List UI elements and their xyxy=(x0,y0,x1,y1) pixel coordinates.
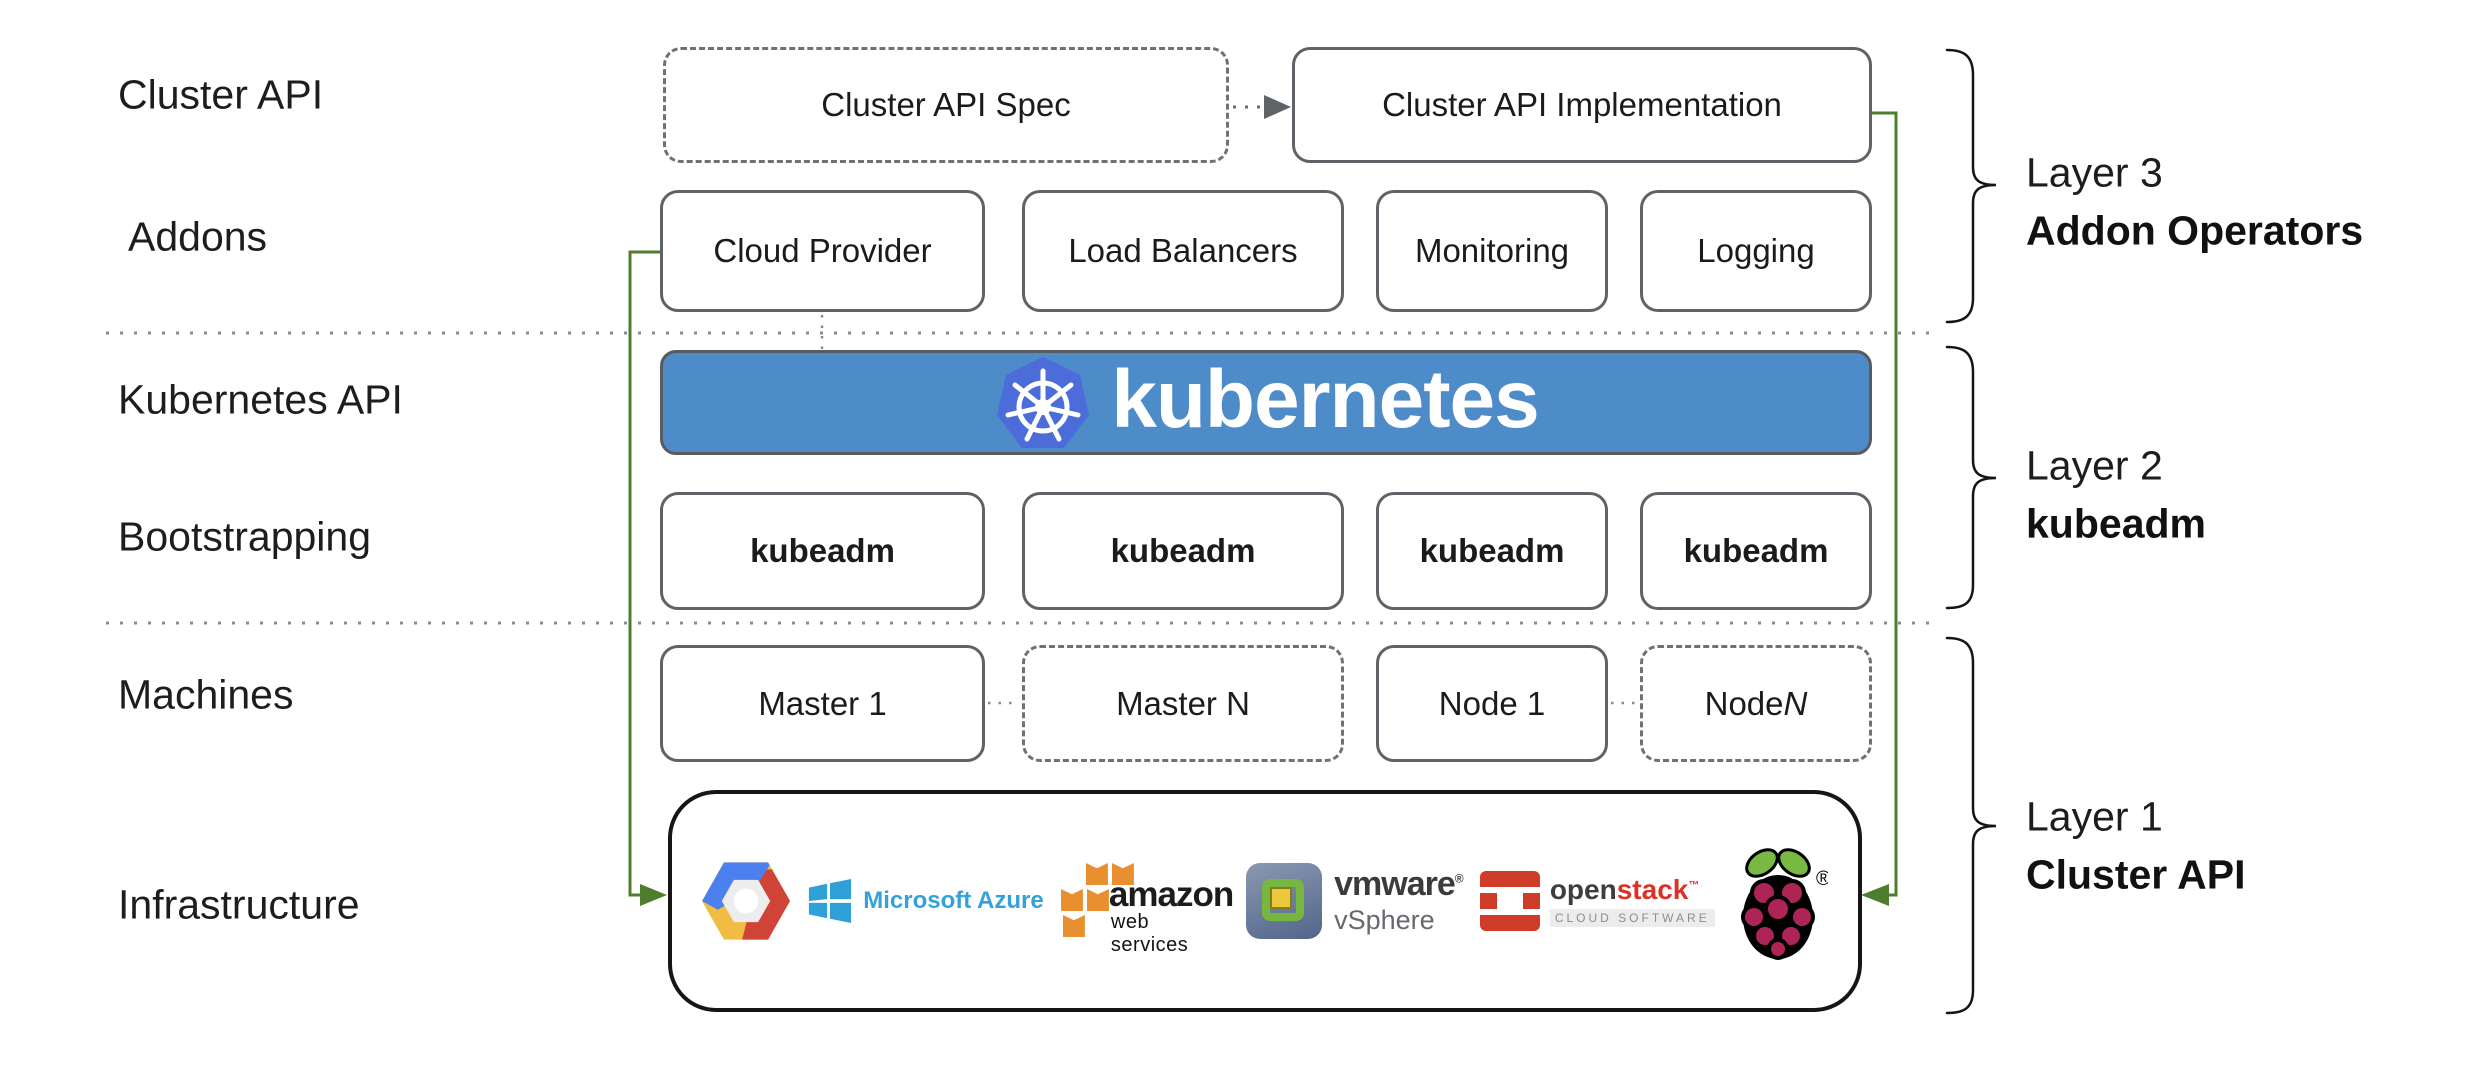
azure-windows-icon xyxy=(809,878,852,924)
row-label-infrastructure: Infrastructure xyxy=(118,881,360,928)
addon-box-cloud-provider: Cloud Provider xyxy=(660,190,985,312)
cluster-api-implementation-label: Cluster API Implementation xyxy=(1382,86,1782,123)
machine-label: Master N xyxy=(1116,684,1250,722)
row-label-bootstrapping: Bootstrapping xyxy=(118,513,372,560)
layer1-brace xyxy=(1945,636,1997,1015)
layer-2-subtitle: kubeadm xyxy=(2026,500,2206,547)
kubeadm-label: kubeadm xyxy=(750,532,895,569)
kubeadm-box-3: kubeadm xyxy=(1376,492,1608,610)
machine-box-master-1: Master 1 xyxy=(660,645,985,762)
openstack-wordmark-open: open xyxy=(1549,873,1617,905)
right-green-arrowhead xyxy=(1861,884,1889,906)
kubeadm-label: kubeadm xyxy=(1683,532,1829,569)
raspberry-pi-icon: ® xyxy=(1740,848,1828,960)
machine-box-node-n: Node N xyxy=(1640,645,1872,762)
aws-cube-icon xyxy=(1085,863,1108,885)
vsphere-green-box xyxy=(1262,879,1305,921)
openstack-logo: openstack™ CLOUD SOFTWARE xyxy=(1479,871,1715,931)
vsphere-yellow-cube xyxy=(1270,887,1293,909)
addon-label: Cloud Provider xyxy=(713,232,932,269)
aws-logo: amazon web services xyxy=(1060,861,1234,956)
row-label-kubernetes-api: Kubernetes API xyxy=(118,376,403,423)
cluster-api-spec-label: Cluster API Spec xyxy=(821,86,1071,123)
machine-label: Master 1 xyxy=(758,684,887,722)
layer-2-title: Layer 2 xyxy=(2026,442,2163,489)
machine-box-node-1: Node 1 xyxy=(1376,645,1608,762)
vsphere-wordmark: vSphere xyxy=(1334,904,1435,935)
machine-label: Node 1 xyxy=(1438,684,1546,722)
implementation-to-infrastructure-connector xyxy=(1872,111,1898,897)
row-label-machines: Machines xyxy=(118,671,294,718)
openstack-tm-mark: ™ xyxy=(1688,879,1700,892)
layer3-brace xyxy=(1945,48,1997,324)
openstack-icon xyxy=(1479,871,1540,931)
raspberry-reg-mark: ® xyxy=(1816,868,1828,890)
layer-3-title: Layer 3 xyxy=(2026,149,2163,196)
openstack-subtext: CLOUD SOFTWARE xyxy=(1549,908,1715,927)
kubeadm-box-2: kubeadm xyxy=(1022,492,1344,610)
vmware-wordmark: vmware xyxy=(1334,864,1456,903)
raspberry-pi-logo: ® xyxy=(1732,837,1828,965)
openstack-wordmark-stack: stack xyxy=(1616,873,1689,905)
layer-3-subtitle: Addon Operators xyxy=(2026,207,2364,254)
vmware-reg-mark: ® xyxy=(1454,871,1464,886)
vsphere-icon xyxy=(1246,863,1323,939)
kubernetes-banner: kubernetes xyxy=(660,350,1872,455)
aws-subtext: web services xyxy=(1110,911,1189,956)
addon-label: Monitoring xyxy=(1414,232,1570,269)
kubernetes-wordmark: kubernetes xyxy=(1111,353,1540,445)
machine-label-italic-n: N xyxy=(1783,684,1808,722)
layer-1-title: Layer 1 xyxy=(2026,793,2163,840)
layer-1-subtitle: Cluster API xyxy=(2026,851,2246,898)
layer-3-label: Layer 3 Addon Operators xyxy=(2026,150,2363,255)
addon-box-monitoring: Monitoring xyxy=(1376,190,1608,312)
cluster-api-spec-box: Cluster API Spec xyxy=(663,47,1229,163)
vmware-vsphere-logo: vmware® vSphere xyxy=(1246,863,1464,939)
kubeadm-label: kubeadm xyxy=(1419,532,1565,569)
spec-arrowhead xyxy=(1264,95,1291,119)
microsoft-azure-logo: Microsoft Azure xyxy=(807,876,1044,926)
azure-wordmark: Microsoft Azure xyxy=(863,887,1044,914)
kubeadm-box-1: kubeadm xyxy=(660,492,985,610)
addon-box-logging: Logging xyxy=(1640,190,1872,312)
infrastructure-box: Microsoft Azure amazon web services vmwa… xyxy=(668,790,1862,1012)
openstack-icon-slit xyxy=(1479,887,1540,893)
google-cloud-icon xyxy=(702,862,790,940)
addon-label: Logging xyxy=(1697,232,1815,269)
aws-cube-icon xyxy=(1111,863,1134,885)
kubeadm-box-4: kubeadm xyxy=(1640,492,1872,610)
row-label-cluster-api: Cluster API xyxy=(118,71,324,118)
aws-cube-icon xyxy=(1086,889,1109,911)
cluster-api-implementation-box: Cluster API Implementation xyxy=(1292,47,1872,163)
cloud-provider-to-infrastructure-connector xyxy=(628,250,661,897)
kubernetes-logo-icon xyxy=(997,356,1090,448)
google-cloud-logo xyxy=(702,854,790,948)
aws-wordmark: amazon xyxy=(1108,875,1234,914)
machine-box-master-n: Master N xyxy=(1022,645,1344,762)
layer-1-label: Layer 1 Cluster API xyxy=(2026,794,2245,899)
left-green-arrowhead xyxy=(640,884,667,906)
addon-box-load-balancers: Load Balancers xyxy=(1022,190,1344,312)
aws-cube-icon xyxy=(1060,889,1083,911)
layer-2-label: Layer 2 kubeadm xyxy=(2026,443,2206,548)
openstack-icon-slit xyxy=(1479,909,1540,915)
kubeadm-label: kubeadm xyxy=(1110,532,1256,569)
layer2-brace xyxy=(1945,345,1997,610)
row-label-addons: Addons xyxy=(128,213,268,260)
aws-cube-icon xyxy=(1062,915,1085,937)
addon-label: Load Balancers xyxy=(1068,232,1298,269)
machine-label: Node xyxy=(1704,684,1784,722)
